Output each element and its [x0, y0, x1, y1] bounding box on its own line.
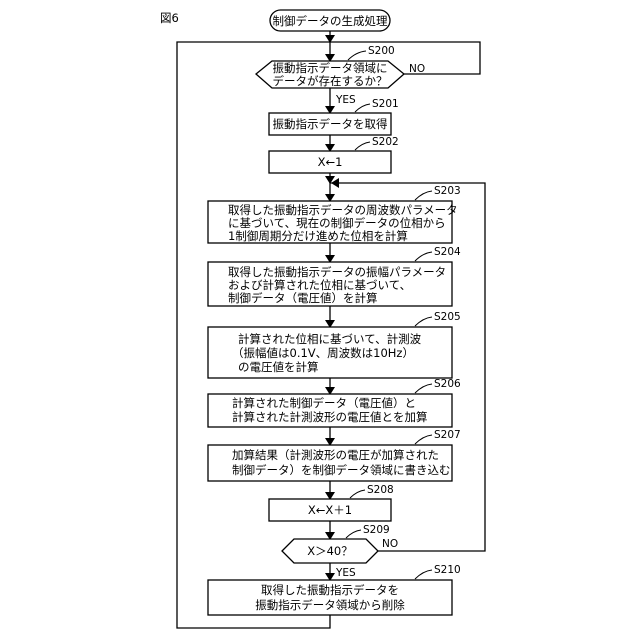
s210-line-2: 振動指示データ領域から削除 [255, 598, 405, 612]
s204-line-1: 取得した振動指示データの振幅パラメータ [228, 265, 446, 279]
s207-line-1: 加算結果（計測波形の電圧が加算された [232, 448, 439, 462]
s204-label-leader [415, 252, 432, 261]
s201-step-label: S201 [372, 98, 399, 110]
s209-no-label: NO [382, 538, 398, 550]
s206-line-1: 計算された制御データ（電圧値）と [232, 396, 416, 410]
s200-line-1: 振動指示データ領域に [273, 61, 388, 75]
s210-step-label: S210 [434, 564, 461, 576]
s203-line-2: に基づいて、現在の制御データの位相から [228, 216, 446, 230]
process-s206: 計算された制御データ（電圧値）と 計算された計測波形の電圧値とを加算 S206 [208, 378, 461, 427]
s207-label-leader [415, 435, 432, 444]
s202-step-label: S202 [372, 136, 399, 148]
figure-label: 図6 [160, 11, 179, 25]
s210-line-1: 取得した振動指示データを [261, 583, 399, 597]
process-s207: 加算結果（計測波形の電圧が加算された 制御データ）を制御データ領域に書き込む S… [208, 429, 461, 481]
process-s208: X←X＋1 S208 [269, 484, 394, 521]
s204-line-2: および計算された位相に基づいて、 [228, 278, 411, 292]
s205-step-label: S205 [434, 311, 461, 323]
s204-step-label: S204 [434, 246, 461, 258]
s203-line-1: 取得した振動指示データの周波数パラメータ [228, 203, 458, 217]
process-s210: 取得した振動指示データを 振動指示データ領域から削除 S210 [208, 564, 461, 615]
s201-line-1: 振動指示データを取得 [273, 117, 388, 131]
s207-line-2: 制御データ）を制御データ領域に書き込む [232, 463, 451, 477]
s208-line-1: X←X＋1 [308, 503, 352, 517]
s203-label-leader [415, 191, 432, 200]
process-s203: 取得した振動指示データの周波数パラメータ に基づいて、現在の制御データの位相から… [208, 185, 461, 243]
s209-label-leader [346, 530, 361, 538]
decision-s209: X＞40？ S209 [282, 524, 390, 563]
s204-line-3: 制御データ（電圧値）を計算 [228, 291, 378, 305]
s200-no-label: NO [409, 63, 425, 75]
s210-label-leader [415, 570, 432, 579]
s206-line-2: 計算された計測波形の電圧値とを加算 [232, 410, 428, 424]
s209-yes-label: YES [335, 567, 356, 579]
s209-line-1: X＞40？ [307, 544, 353, 558]
s200-step-label: S200 [368, 45, 395, 57]
s206-step-label: S206 [434, 378, 461, 390]
s200-yes-label: YES [335, 94, 356, 106]
start-label: 制御データの生成処理 [273, 14, 388, 28]
s205-line-1: 計算された位相に基づいて、計測波 [238, 332, 422, 346]
s205-line-3: の電圧値を計算 [238, 360, 319, 374]
s202-line-1: X←1 [318, 155, 343, 169]
s201-label-leader [355, 104, 370, 112]
s208-label-leader [350, 490, 365, 498]
s200-line-2: データが存在するか？ [273, 74, 388, 88]
s203-step-label: S203 [434, 185, 461, 197]
s205-label-leader [415, 317, 432, 326]
s208-step-label: S208 [367, 484, 394, 496]
s200-label-leader [348, 51, 366, 60]
start-terminator: 制御データの生成処理 [270, 10, 390, 31]
process-s201: 振動指示データを取得 S201 [269, 98, 399, 135]
process-s202: X←1 S202 [269, 136, 399, 173]
process-s205: 計算された位相に基づいて、計測波 （振幅値は0.1V、周波数は10Hz） の電圧… [208, 311, 461, 378]
s207-step-label: S207 [434, 429, 461, 441]
s206-label-leader [415, 384, 432, 393]
s202-label-leader [355, 142, 370, 150]
s209-step-label: S209 [363, 524, 390, 536]
s203-line-3: 1制御周期分だけ進めた位相を計算 [228, 229, 408, 243]
s205-line-2: （振幅値は0.1V、周波数は10Hz） [232, 346, 414, 360]
